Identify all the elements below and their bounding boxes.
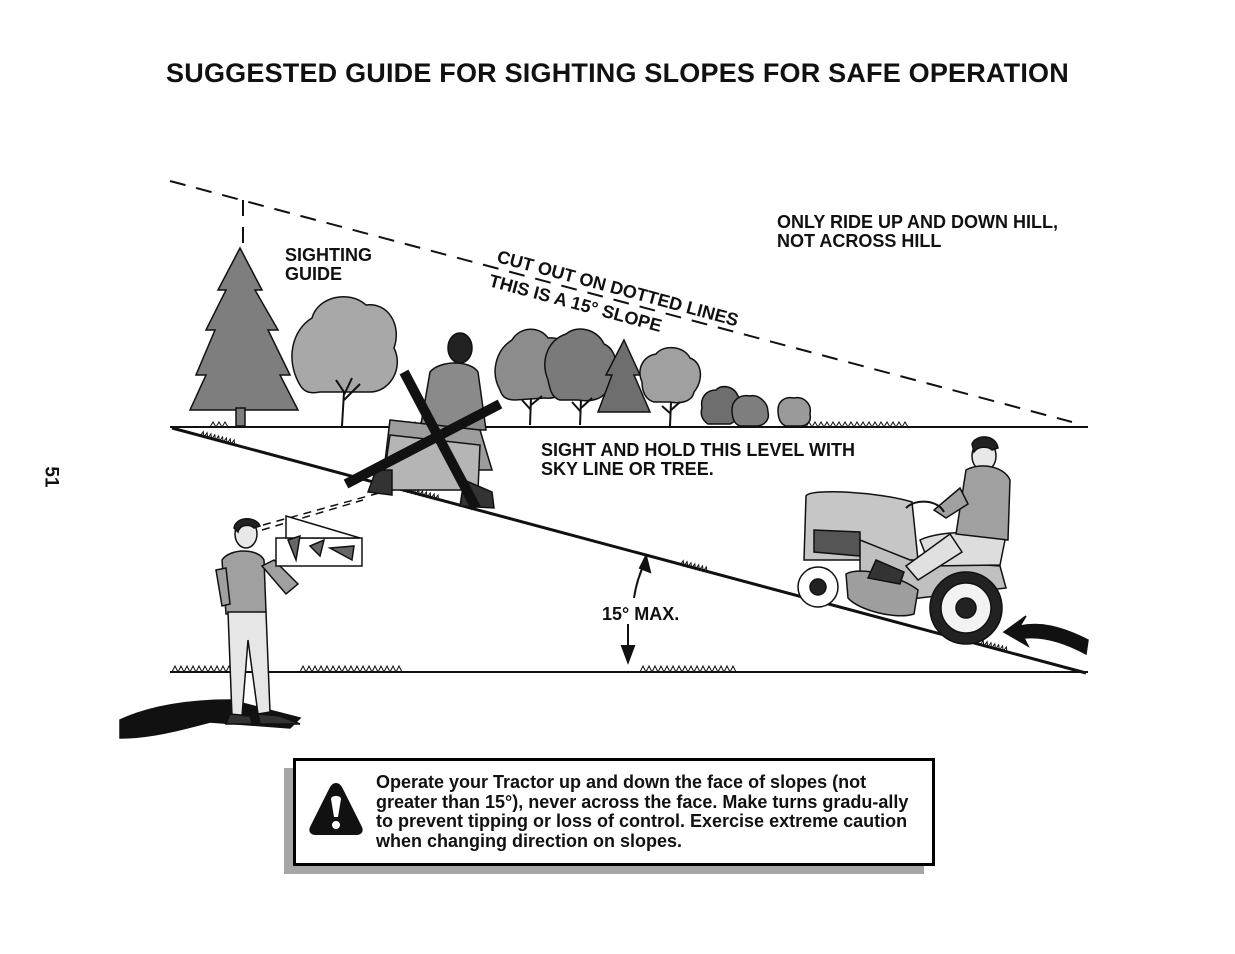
sight-instruction-line1: SIGHT AND HOLD THIS LEVEL WITH: [541, 440, 855, 460]
warning-box: Operate your Tractor up and down the fac…: [293, 758, 935, 866]
sighting-guide-line2: GUIDE: [285, 264, 343, 284]
sighting-guide-line1: SIGHTING: [285, 245, 373, 265]
max-angle-label: 15° MAX.: [602, 604, 680, 624]
wrong-tractor: [343, 332, 503, 511]
correct-tractor: [797, 436, 1089, 656]
man-sighting: [119, 514, 363, 739]
sighting-guide-label: SIGHTING GUIDE: [285, 246, 372, 284]
sight-instruction-line2: SKY LINE OR TREE.: [541, 459, 714, 479]
ride-instruction: ONLY RIDE UP AND DOWN HILL, NOT ACROSS H…: [777, 213, 1058, 251]
ride-instruction-line1: ONLY RIDE UP AND DOWN HILL,: [777, 212, 1059, 232]
warning-text: Operate your Tractor up and down the fac…: [376, 772, 909, 851]
sight-instruction: SIGHT AND HOLD THIS LEVEL WITH SKY LINE …: [541, 441, 855, 479]
angle-arrows: [620, 553, 652, 665]
page-title: SUGGESTED GUIDE FOR SIGHTING SLOPES FOR …: [166, 58, 1069, 88]
tree-line: [188, 246, 812, 427]
warning-triangle-icon: [309, 783, 363, 835]
ride-instruction-line2: NOT ACROSS HILL: [777, 231, 942, 251]
